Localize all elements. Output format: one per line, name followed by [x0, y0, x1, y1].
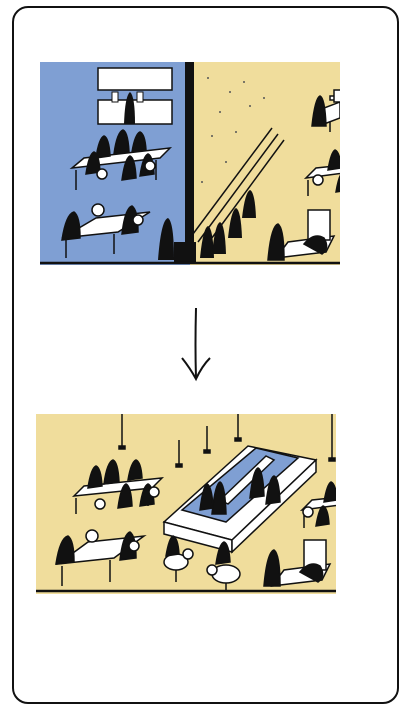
before-layout-panel: [40, 62, 340, 265]
dividing-wall: [185, 62, 194, 262]
after-layout-illustration: [36, 414, 336, 594]
down-arrow-icon: [178, 306, 214, 384]
transition-arrow: [178, 306, 214, 384]
after-layout-panel: [36, 414, 336, 594]
before-layout-illustration: [40, 62, 340, 265]
